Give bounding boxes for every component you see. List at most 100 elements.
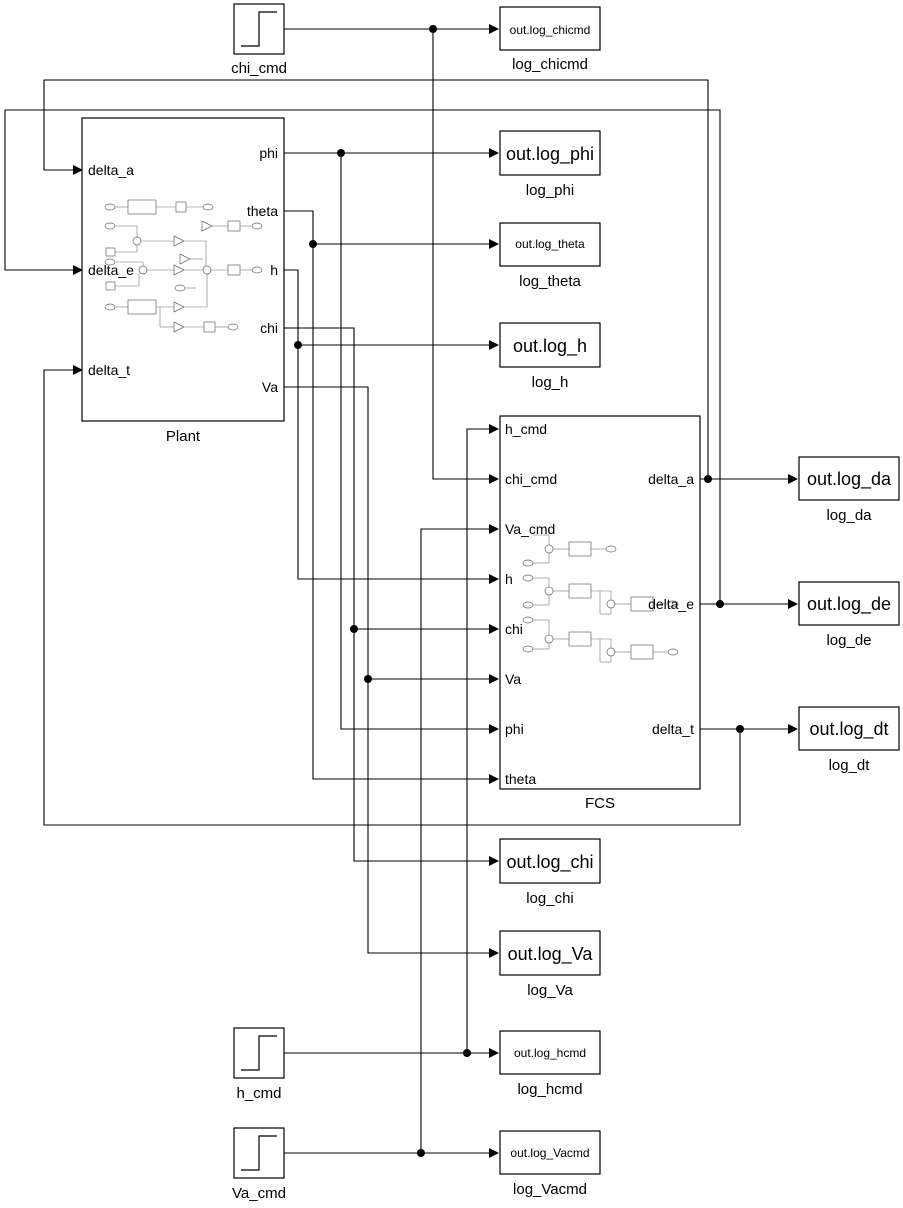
wire-va-log[interactable] — [284, 386, 499, 958]
logger-name: log_Vacmd — [513, 1181, 587, 1198]
wire-chi-log[interactable] — [284, 327, 499, 866]
logger-expr: out.log_chi — [506, 852, 593, 873]
fcs-subsystem[interactable]: h_cmd chi_cmd Va_cmd h chi Va phi theta … — [499, 415, 701, 812]
logger-block[interactable] — [499, 130, 601, 176]
logger-log-de[interactable]: out.log_de log_de — [798, 581, 900, 649]
logger-name: log_h — [532, 374, 569, 391]
logger-expr: out.log_chicmd — [510, 23, 591, 37]
fcs-port-chi: chi — [505, 621, 523, 637]
logger-expr: out.log_Vacmd — [510, 1146, 589, 1160]
branch-dot — [716, 600, 724, 608]
wire-hcmd-fcs[interactable] — [466, 424, 499, 1053]
logger-expr: out.log_dt — [809, 719, 888, 740]
branch-dot — [417, 1149, 425, 1157]
fcs-port-phi: phi — [505, 721, 524, 737]
fcs-port-theta: theta — [505, 771, 536, 787]
logger-expr: out.log_theta — [515, 237, 585, 251]
plant-port-delta-e: delta_e — [88, 262, 134, 278]
logger-name: log_chi — [526, 890, 574, 907]
step-source-chi-cmd[interactable]: chi_cmd — [231, 3, 287, 77]
logger-block[interactable] — [499, 6, 601, 51]
logger-expr: out.log_phi — [506, 144, 594, 165]
logger-block[interactable] — [798, 706, 900, 751]
step-source-h-cmd[interactable]: h_cmd — [233, 1027, 285, 1102]
step-icon — [241, 11, 277, 47]
logger-expr: out.log_h — [513, 336, 587, 357]
step-icon — [241, 1135, 277, 1171]
step-source-label: chi_cmd — [231, 60, 287, 77]
fcs-port-h-cmd: h_cmd — [505, 421, 547, 437]
step-source-label: h_cmd — [236, 1085, 281, 1102]
branch-points — [294, 25, 744, 1157]
logger-expr: out.log_hcmd — [514, 1046, 586, 1060]
logger-name: log_dt — [829, 757, 871, 774]
plant-port-theta: theta — [247, 203, 278, 219]
plant-internal-preview — [104, 199, 263, 333]
wire-phi-fcs[interactable] — [340, 153, 499, 734]
branch-dot — [350, 625, 358, 633]
logger-block[interactable] — [499, 838, 601, 884]
logger-log-vacmd[interactable]: out.log_Vacmd log_Vacmd — [499, 1130, 601, 1198]
fcs-port-delta-e: delta_e — [648, 596, 694, 612]
fcs-port-chi-cmd: chi_cmd — [505, 471, 557, 487]
logger-log-va[interactable]: out.log_Va log_Va — [499, 930, 601, 999]
logger-name: log_theta — [519, 273, 581, 290]
fcs-port-va-cmd: Va_cmd — [505, 521, 555, 537]
wire-de-plant[interactable] — [4, 109, 721, 604]
logger-block[interactable] — [798, 456, 900, 501]
logger-block[interactable] — [499, 222, 601, 267]
branch-dot — [294, 341, 302, 349]
logger-name: log_chicmd — [512, 56, 588, 73]
logger-block[interactable] — [499, 322, 601, 368]
logger-block[interactable] — [499, 930, 601, 976]
wires — [4, 24, 798, 1158]
logger-log-dt[interactable]: out.log_dt log_dt — [798, 706, 900, 774]
logger-name: log_de — [826, 632, 871, 649]
step-icon — [241, 1035, 277, 1071]
logger-log-chi[interactable]: out.log_chi log_chi — [499, 838, 601, 907]
wire-theta-fcs[interactable] — [284, 210, 499, 784]
branch-dot — [364, 675, 372, 683]
plant-port-h: h — [270, 262, 278, 278]
plant-subsystem[interactable]: delta_a delta_e delta_t phi theta h chi … — [81, 117, 285, 445]
logger-log-hcmd[interactable]: out.log_hcmd log_hcmd — [499, 1030, 601, 1098]
branch-dot — [337, 149, 345, 157]
fcs-port-delta-a: delta_a — [648, 471, 694, 487]
logger-name: log_phi — [526, 182, 574, 199]
logger-expr: out.log_da — [807, 469, 892, 490]
plant-port-va: Va — [262, 379, 278, 395]
logger-expr: out.log_Va — [508, 944, 594, 965]
logger-log-chicmd[interactable]: out.log_chicmd log_chicmd — [499, 6, 601, 73]
fcs-internal-preview — [522, 534, 679, 663]
plant-port-phi: phi — [259, 145, 278, 161]
branch-dot — [309, 240, 317, 248]
logger-block[interactable] — [499, 1030, 601, 1075]
fcs-label: FCS — [585, 795, 615, 812]
logger-log-h[interactable]: out.log_h log_h — [499, 322, 601, 391]
fcs-port-va: Va — [505, 671, 521, 687]
logger-name: log_da — [826, 507, 872, 524]
step-source-va-cmd[interactable]: Va_cmd — [232, 1127, 286, 1202]
plant-label: Plant — [166, 428, 201, 445]
branch-dot — [736, 725, 744, 733]
fcs-port-h: h — [505, 571, 513, 587]
logger-log-phi[interactable]: out.log_phi log_phi — [499, 130, 601, 199]
logger-block[interactable] — [798, 581, 900, 626]
wire-chicmd-fcs[interactable] — [432, 29, 499, 484]
wire-h-fcs[interactable] — [284, 269, 499, 584]
logger-expr: out.log_de — [807, 594, 891, 615]
branch-dot — [704, 475, 712, 483]
plant-block[interactable] — [81, 117, 285, 422]
logger-log-theta[interactable]: out.log_theta log_theta — [499, 222, 601, 290]
logger-log-da[interactable]: out.log_da log_da — [798, 456, 900, 524]
wire-da-plant[interactable] — [43, 79, 709, 479]
fcs-port-delta-t: delta_t — [652, 721, 694, 737]
wire-vacmd-fcs[interactable] — [420, 524, 499, 1153]
branch-dot — [463, 1049, 471, 1057]
wire-dt-plant[interactable] — [43, 365, 741, 826]
plant-port-chi: chi — [260, 320, 278, 336]
step-source-label: Va_cmd — [232, 1185, 286, 1202]
logger-block[interactable] — [499, 1130, 601, 1175]
branch-dot — [429, 25, 437, 33]
